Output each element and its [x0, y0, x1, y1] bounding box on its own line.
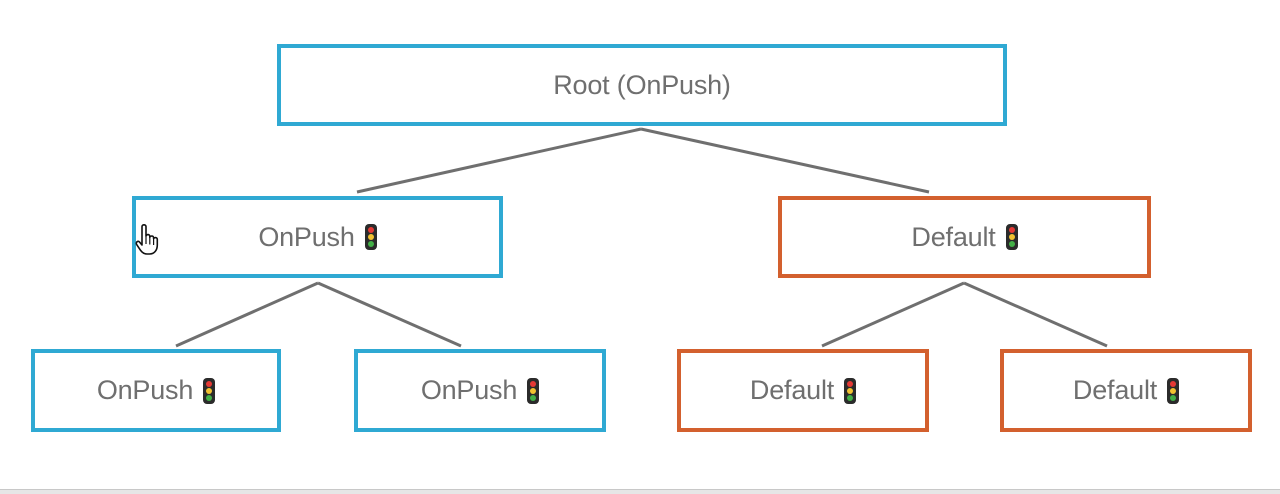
connector-right-rightright — [963, 281, 1108, 348]
node-root-label: Root (OnPush) — [553, 69, 731, 100]
node-right-left[interactable]: Default — [677, 349, 929, 432]
connector-left-leftright — [317, 281, 462, 348]
node-left-left[interactable]: OnPush — [31, 349, 281, 432]
traffic-light-icon — [527, 377, 540, 404]
node-right-label: Default — [911, 221, 996, 252]
hand-pointer-icon — [135, 224, 159, 255]
traffic-light-icon — [1005, 224, 1018, 250]
bottom-edge — [0, 489, 1280, 494]
node-left-left-label: OnPush — [96, 375, 194, 405]
node-left-right[interactable]: OnPush — [354, 349, 606, 432]
node-right[interactable]: Default — [778, 196, 1151, 278]
node-root[interactable]: Root (OnPush) — [277, 44, 1007, 126]
traffic-light-icon — [364, 224, 377, 250]
traffic-light-icon — [1167, 377, 1180, 404]
node-right-left-label: Default — [749, 375, 835, 405]
node-left[interactable]: OnPush — [132, 196, 503, 278]
connector-root-right — [640, 127, 930, 194]
traffic-light-icon — [203, 377, 216, 404]
connector-right-rightleft — [821, 281, 965, 348]
node-right-right[interactable]: Default — [1000, 349, 1252, 432]
connector-left-leftleft — [175, 281, 319, 348]
node-left-label: OnPush — [258, 221, 355, 252]
connector-root-left — [356, 127, 642, 194]
node-right-right-label: Default — [1072, 375, 1158, 405]
traffic-light-icon — [844, 377, 857, 404]
node-left-right-label: OnPush — [420, 375, 518, 405]
